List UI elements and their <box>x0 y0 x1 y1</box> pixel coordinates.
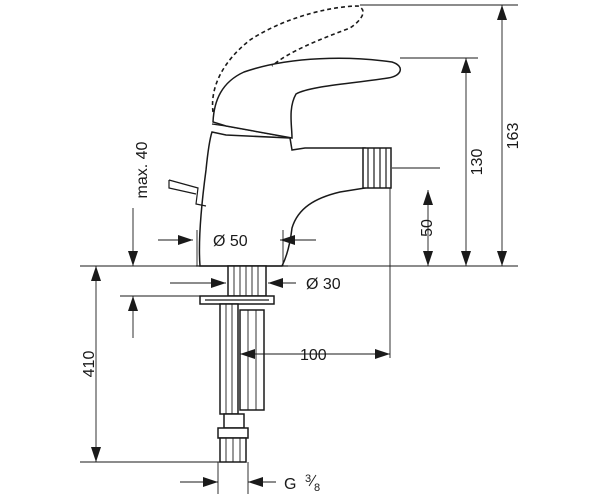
faucet-body <box>168 5 401 267</box>
mixer-body-outline <box>198 131 366 267</box>
mounting-assembly <box>199 265 275 463</box>
dimension-lines <box>80 4 518 494</box>
supply-hose-left <box>219 303 239 415</box>
supply-hose-right <box>239 309 265 411</box>
popup-rod <box>168 179 207 207</box>
thread-size-label: G 3 8 <box>284 473 320 494</box>
dimension-label-410: 410 <box>81 351 98 378</box>
thread-numerator: 3 <box>305 473 311 485</box>
dimension-label-diameter-30: Ø 30 <box>306 276 341 293</box>
thread-denominator: 8 <box>314 482 320 494</box>
dimension-label-diameter-50: Ø 50 <box>213 233 248 250</box>
thread-prefix: G <box>284 476 296 493</box>
lever-raised-position <box>211 5 364 113</box>
dimension-label-130: 130 <box>469 149 486 176</box>
dimension-label-163: 163 <box>505 123 522 150</box>
dimension-label-max-40: max. 40 <box>134 141 151 198</box>
dimension-label-100: 100 <box>300 347 327 364</box>
lever-handle <box>212 57 401 139</box>
dimension-label-50: 50 <box>419 219 436 237</box>
outlet-nozzle <box>362 147 392 189</box>
